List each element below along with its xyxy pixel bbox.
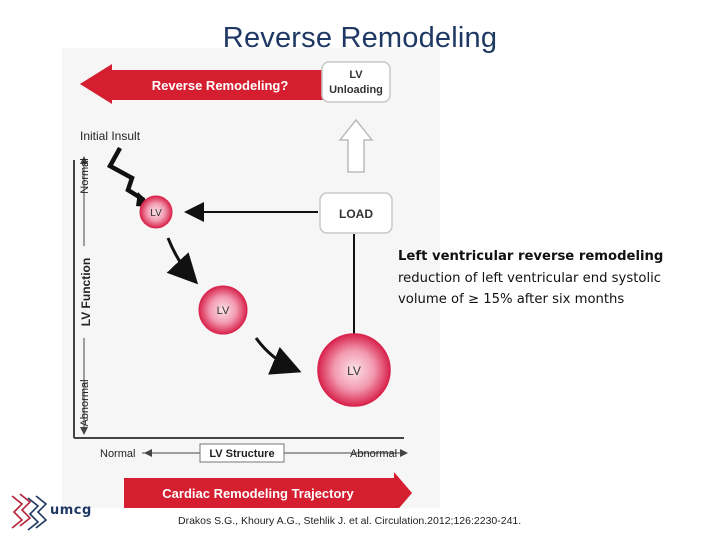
caption: Left ventricular reverse remodeling redu… <box>398 246 708 311</box>
x-axis-right-label: Abnormal <box>350 448 397 460</box>
lv-circle-normal: LV <box>139 195 173 229</box>
initial-insult-label: Initial Insult <box>80 129 141 143</box>
reverse-remodeling-label: Reverse Remodeling? <box>152 78 289 93</box>
umcg-crest-icon <box>11 493 48 531</box>
y-axis: Normal LV Function Abnormal <box>73 156 94 438</box>
load-label: LOAD <box>339 207 373 221</box>
caption-body: reduction of left ventricular end systol… <box>398 270 662 308</box>
caption-heading: Left ventricular reverse remodeling <box>398 249 664 264</box>
lv-circle-intermediate: LV <box>198 285 248 335</box>
lv-label-3: LV <box>347 364 361 378</box>
reverse-remodeling-banner: Reverse Remodeling? <box>80 62 334 104</box>
x-axis: Normal LV Structure Abnormal <box>74 437 408 463</box>
y-axis-top-label: Normal <box>79 158 91 193</box>
umcg-logo-text: umcg <box>50 503 92 518</box>
y-axis-bottom-label: Abnormal <box>79 379 91 426</box>
unloading-line-2: Unloading <box>329 84 383 96</box>
umcg-logo: umcg <box>6 490 106 534</box>
citation: Drakos S.G., Khoury A.G., Stehlik J. et … <box>178 515 522 527</box>
y-axis-title: LV Function <box>79 258 93 326</box>
lv-circle-abnormal: LV <box>317 333 391 407</box>
lv1-to-lv2-arrow <box>166 237 199 285</box>
lv-unloading-box: LV Unloading <box>321 61 391 103</box>
load-box: LOAD <box>319 192 393 234</box>
lv-label-1: LV <box>150 208 162 219</box>
unloading-line-1: LV <box>349 69 363 81</box>
cardiac-trajectory-label: Cardiac Remodeling Trajectory <box>162 486 354 501</box>
cardiac-trajectory-banner: Cardiac Remodeling Trajectory <box>124 472 412 508</box>
lv-label-2: LV <box>217 305 230 317</box>
remodeling-diagram: Reverse Remodeling? LV Unloading Initial… <box>73 61 412 508</box>
x-axis-title: LV Structure <box>209 448 274 460</box>
unloading-up-arrow <box>338 118 374 173</box>
diagram-panel: Reverse Remodeling? LV Unloading Initial… <box>62 48 440 508</box>
x-axis-left-label: Normal <box>100 448 135 460</box>
lv2-to-lv3-arrow <box>254 337 302 375</box>
